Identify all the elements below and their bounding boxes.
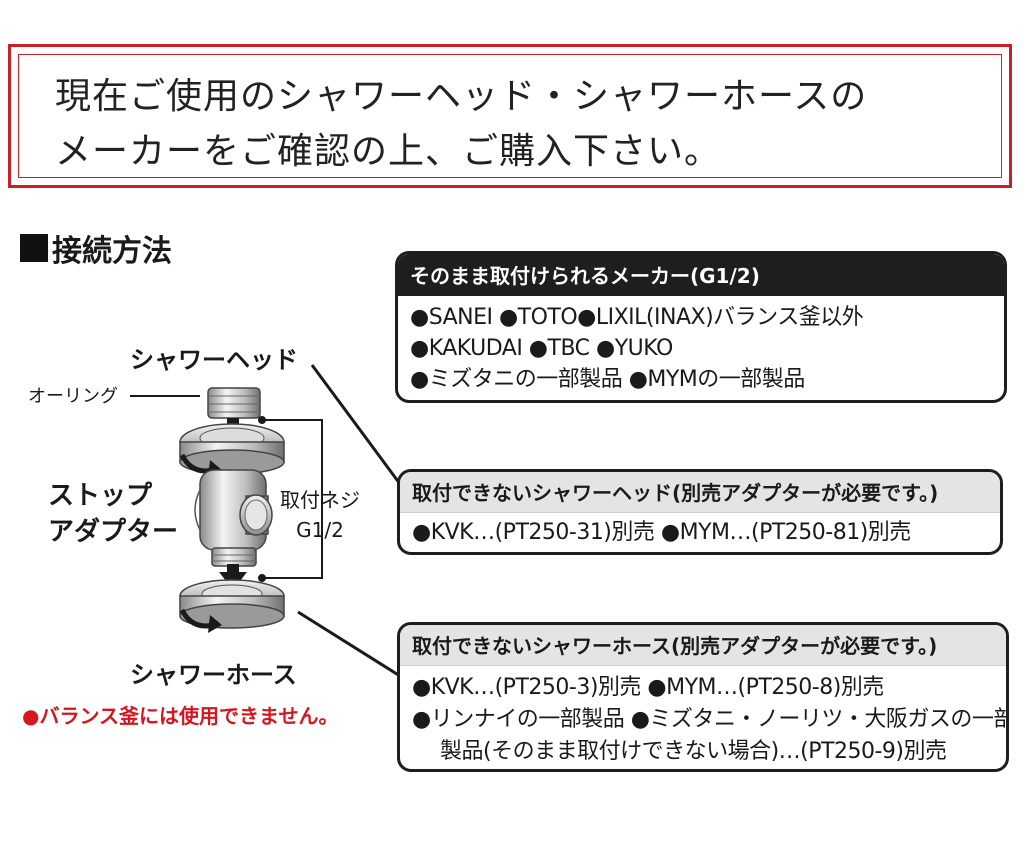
list-item: ●KAKUDAI ●TBC ●YUKO	[410, 336, 673, 361]
arrow-down-top-icon	[219, 430, 247, 448]
incompatible-hoses-header: 取付できないシャワーホース(別売アダプターが必要です。)	[400, 625, 1006, 666]
list-item: ●KVK…(PT250-3)別売 ●MYM…(PT250-8)別売	[412, 675, 884, 700]
screw-label-line2: G1/2	[296, 518, 344, 542]
square-bullet-icon	[20, 234, 48, 262]
shower-head-label: シャワーヘッド	[130, 346, 298, 374]
bracket-dot-bottom	[258, 574, 266, 582]
leader-line-hose	[297, 610, 401, 678]
compatible-makers-list: ●SANEI ●TOTO●LIXIL(INAX)バランス釜以外 ●KAKUDAI…	[398, 296, 1004, 395]
leader-line-head	[310, 364, 402, 485]
list-item: 製品(そのまま取付けできない場合)…(PT250-9)別売	[440, 739, 947, 764]
compatible-makers-box: そのまま取付けられるメーカー(G1/2) ●SANEI ●TOTO●LIXIL(…	[395, 251, 1007, 403]
screw-label: 取付ネジ G1/2	[280, 485, 360, 545]
list-item: ●ミズタニの一部製品 ●MYMの一部製品	[410, 367, 805, 392]
incompatible-heads-header: 取付できないシャワーヘッド(別売アダプターが必要です。)	[400, 472, 1000, 513]
stop-adapter-label-line2: アダプター	[48, 517, 179, 547]
rotate-arrow-lower-icon	[179, 608, 215, 629]
notice-box: 現在ご使用のシャワーヘッド・シャワーホースの メーカーをご確認の上、ご購入下さい…	[8, 44, 1012, 188]
section-title: 接続方法	[20, 226, 172, 270]
section-title-text: 接続方法	[52, 234, 172, 269]
shower-hose-label: シャワーホース	[130, 661, 297, 689]
notice-line-2: メーカーをご確認の上、ご購入下さい。	[55, 131, 722, 172]
list-item: ●リンナイの一部製品 ●ミズタニ・ノーリツ・大阪ガスの一部	[412, 707, 1009, 732]
incompatible-hoses-box: 取付できないシャワーホース(別売アダプターが必要です。) ●KVK…(PT250…	[397, 622, 1009, 772]
adapter-body	[199, 469, 267, 551]
arrow-down-bottom-icon	[219, 572, 247, 590]
hose-nut	[179, 579, 285, 613]
compatible-makers-header: そのまま取付けられるメーカー(G1/2)	[398, 254, 1004, 296]
head-thread	[207, 387, 261, 419]
incompatible-hoses-list: ●KVK…(PT250-3)別売 ●MYM…(PT250-8)別売 ●リンナイの…	[400, 666, 1006, 768]
lower-thread	[211, 547, 257, 567]
rotate-arrow-upper-icon	[179, 453, 215, 474]
o-ring-label: オーリング	[28, 386, 118, 407]
stop-adapter-label-line1: ストップ	[48, 481, 153, 511]
list-item: ●KVK…(PT250-31)別売 ●MYM…(PT250-81)別売	[412, 520, 911, 545]
balance-kettle-warning: ●バランス釜には使用できません。	[22, 704, 339, 728]
notice-line-1: 現在ご使用のシャワーヘッド・シャワーホースの	[55, 76, 868, 117]
notice-inner-border: 現在ご使用のシャワーヘッド・シャワーホースの メーカーをご確認の上、ご購入下さい…	[18, 54, 1002, 178]
bracket-dot-top	[258, 416, 266, 424]
stop-adapter-label: ストップ アダプター	[48, 478, 178, 550]
list-item: ●SANEI ●TOTO●LIXIL(INAX)バランス釜以外	[410, 305, 864, 330]
screw-label-line1: 取付ネジ	[280, 488, 360, 512]
adapter-knob	[245, 495, 269, 535]
upper-nut	[179, 423, 285, 461]
incompatible-heads-box: 取付できないシャワーヘッド(別売アダプターが必要です。) ●KVK…(PT250…	[397, 469, 1003, 555]
